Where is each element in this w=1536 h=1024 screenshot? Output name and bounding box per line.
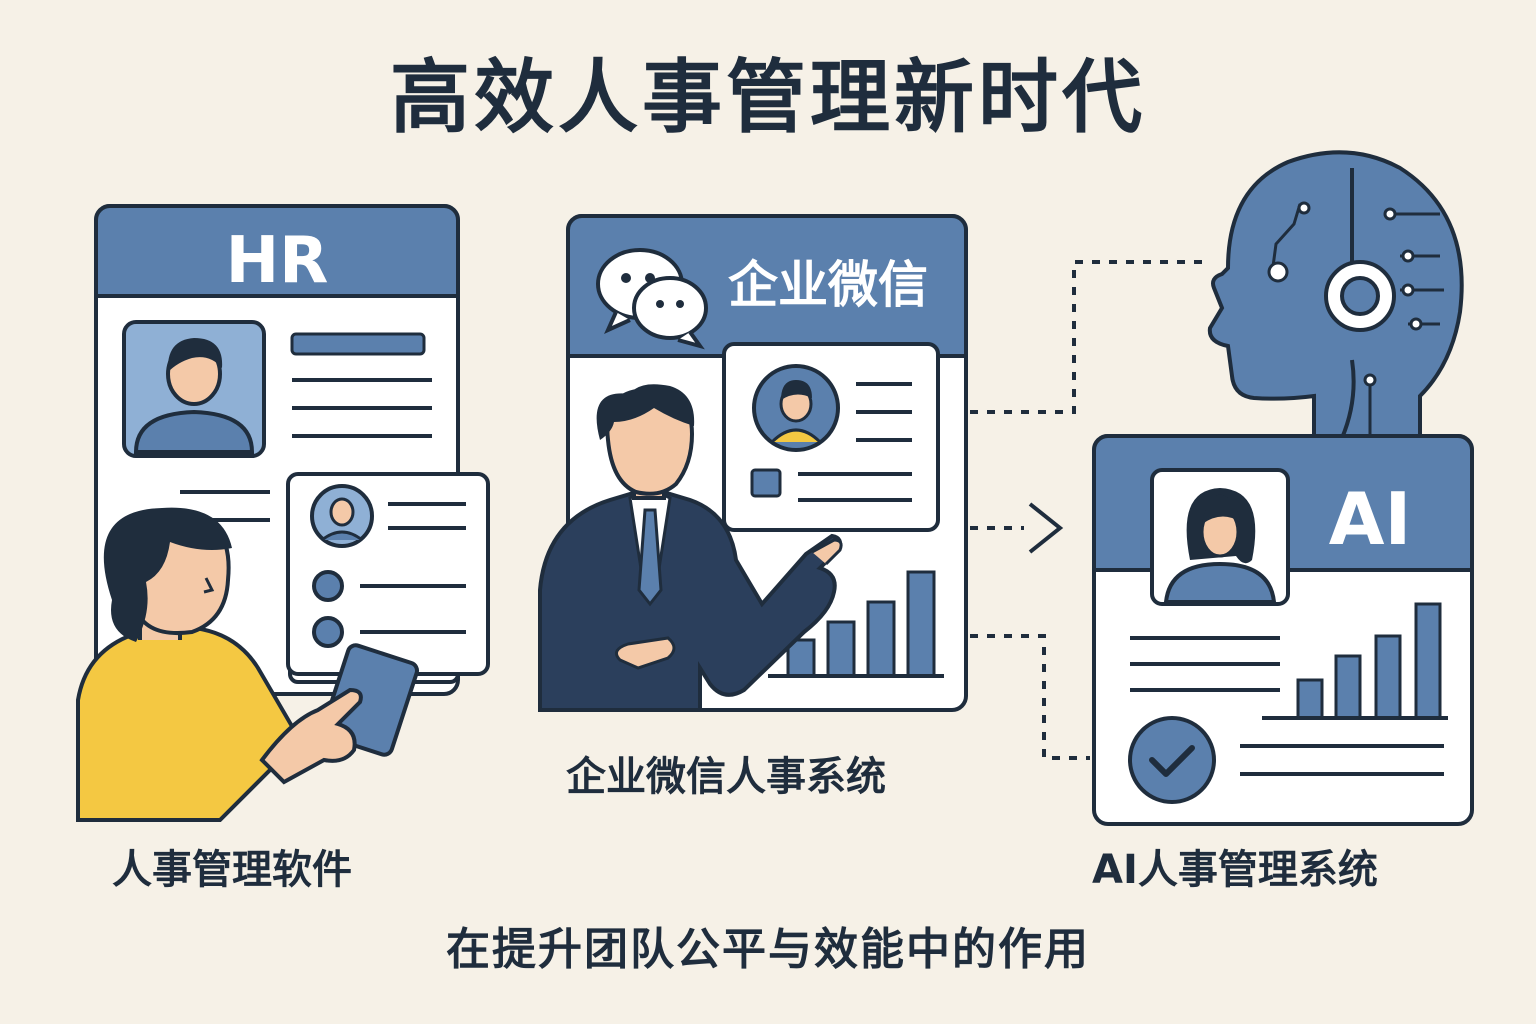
profile-sheet [286,472,490,684]
businessman-figure [538,384,843,712]
woman-with-tablet-figure [76,507,419,822]
person-avatar-icon [122,320,266,458]
wechat-bubbles-icon [596,248,708,350]
arrow-head-icon [1028,502,1064,554]
wecom-card: 企业微信 [566,214,968,712]
bar-chart-icon [768,570,944,678]
person-avatar-icon [1150,468,1290,606]
wecom-card-header: 企业微信 [728,256,928,314]
hr-card-header: HR [226,224,329,298]
wecom-card-caption: 企业微信人事系统 [566,754,886,800]
check-circle-icon [1128,716,1216,804]
page-title: 高效人事管理新时代 [390,51,1146,144]
connector-arrows [970,260,1208,760]
person-avatar-icon [752,364,840,452]
robot-head-icon [1207,150,1464,440]
ai-card-header: AI [1329,477,1412,561]
bar-chart-icon [1262,602,1448,720]
ai-card-caption: AI人事管理系统 [1092,847,1378,893]
page-subtitle: 在提升团队公平与效能中的作用 [446,924,1090,975]
hr-card-caption: 人事管理软件 [112,847,352,893]
ai-card: AI [1092,434,1474,826]
